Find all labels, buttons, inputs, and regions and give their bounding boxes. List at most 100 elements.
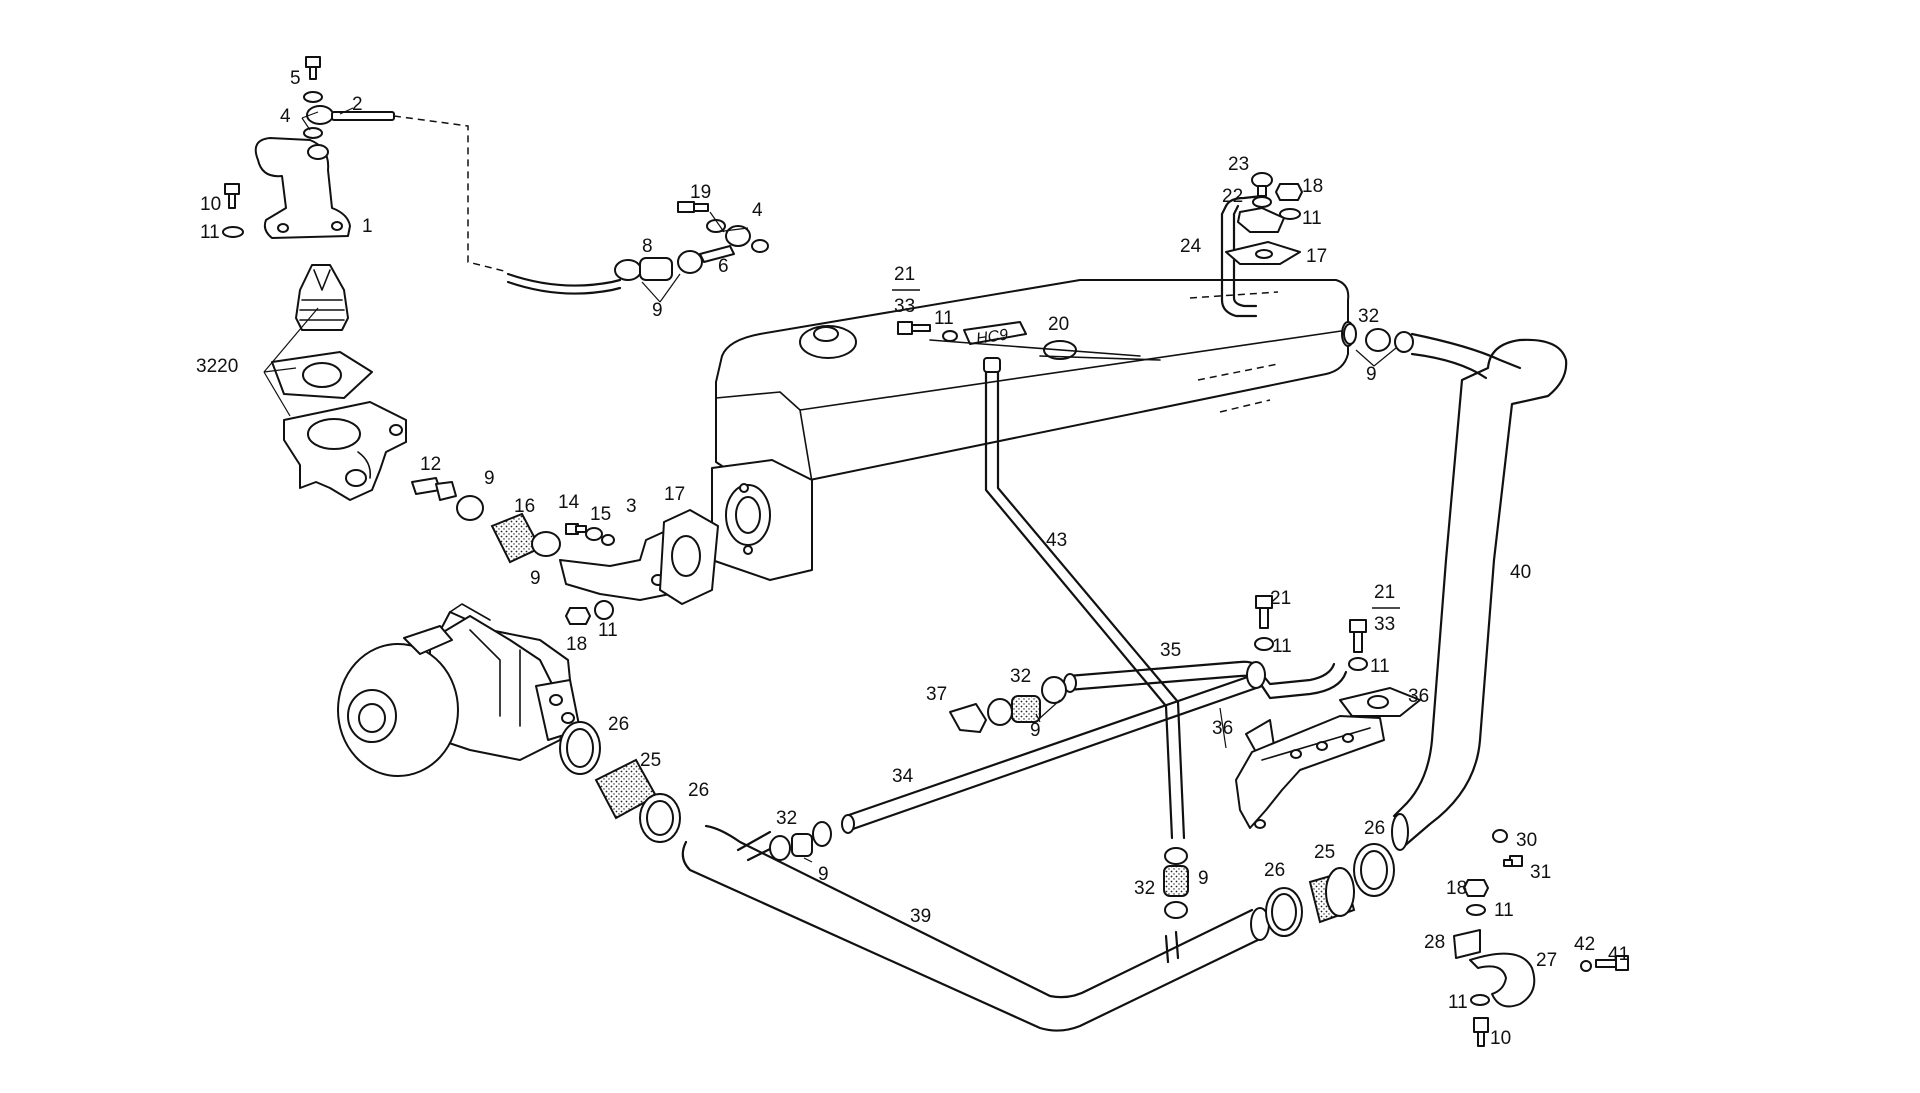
callout-label: 21: [894, 264, 915, 285]
washer-30: [1492, 829, 1508, 843]
callout-label: 9: [1030, 720, 1041, 741]
callout-label: 2: [352, 94, 363, 115]
callout-label: 32: [1010, 666, 1031, 687]
bracket-group: [1453, 829, 1629, 1047]
callout-label: 9: [818, 864, 829, 885]
callout-label: 6: [718, 256, 729, 277]
washer: [303, 127, 323, 139]
hose-clamp-9: [456, 495, 484, 521]
thermostat-group: [222, 56, 622, 501]
callout-label: 1: [362, 216, 373, 237]
banjo-fitting-2: [306, 105, 395, 125]
hose-clamp-9: [531, 531, 561, 557]
hose-clamp-9: [812, 821, 832, 847]
leader-lines: [263, 107, 1397, 863]
callout-label: 25: [640, 750, 661, 771]
callout-label: 26: [1364, 818, 1385, 839]
callout-label: 11: [934, 308, 954, 329]
mount-line: [1189, 291, 1279, 299]
svg-text:HC9: HC9: [975, 327, 1009, 348]
washer: [303, 91, 323, 103]
callout-label: 26: [608, 714, 629, 735]
fitting-6: [699, 245, 735, 263]
hose-clamp: [1394, 331, 1414, 353]
callout-label: 11: [1494, 900, 1514, 921]
small-pipe: [506, 272, 622, 287]
callout-label: 32: [1134, 878, 1155, 899]
hose-clamp-9: [677, 250, 703, 274]
hose-32: [1011, 695, 1041, 723]
callout-label: 42: [1574, 934, 1595, 955]
bolt-41: [1595, 955, 1629, 971]
washer-11: [222, 226, 244, 238]
callout-label: 40: [1510, 562, 1531, 583]
thermostat-housing: [283, 401, 407, 501]
pipe-35: [1063, 660, 1348, 700]
hose-clamp-9: [614, 259, 642, 281]
hose-end: [1391, 813, 1409, 851]
bolt-21-33: [1349, 619, 1367, 653]
callout-label: 11: [1448, 992, 1468, 1013]
hose-8: [639, 257, 673, 281]
callout-label: 11: [200, 222, 220, 243]
callout-label: 11: [1302, 208, 1322, 229]
thermostat-gasket: [271, 351, 373, 399]
sensor-body: [963, 321, 1027, 345]
bolt-21: [1255, 595, 1273, 629]
thermostat-cover-1: [254, 137, 351, 239]
callout-label: 19: [690, 182, 711, 203]
callout-label: 39: [910, 906, 931, 927]
callout-label: 11: [1272, 636, 1292, 657]
pump-shaft: [358, 703, 386, 733]
callout-label: 3220: [196, 356, 238, 377]
callout-label: 3: [626, 496, 637, 517]
callout-label: 15: [590, 504, 611, 525]
callout-label: 9: [1198, 868, 1209, 889]
small-pipe-edge: [506, 280, 622, 295]
hose-clamp-9: [769, 835, 791, 861]
callout-label: 4: [280, 106, 291, 127]
washer-11: [942, 330, 958, 342]
washer-42: [1580, 960, 1592, 972]
hose-clamp-9: [1041, 676, 1067, 704]
callout-label: 18: [566, 634, 587, 655]
callout-label: 9: [484, 468, 495, 489]
callout-label: 33: [894, 296, 915, 317]
callout-label: 5: [290, 68, 301, 89]
sensor-fitting-20: HC9: [897, 321, 1161, 361]
washer: [1252, 196, 1272, 208]
callout-labels: 5 2 4 10 11 1 3220 19 4 8 6 9 21 33 11 2…: [196, 68, 1629, 1049]
pipe-34: [841, 670, 1264, 834]
callout-label: 8: [642, 236, 653, 257]
thermostat-valve: [295, 264, 349, 331]
connection-line: [393, 115, 509, 273]
header-tank: [711, 279, 1355, 581]
nut-18: [565, 607, 591, 625]
vent-group-22-24: [1220, 172, 1303, 318]
callout-label: 34: [892, 766, 914, 787]
bolt-14: [565, 523, 587, 535]
callout-label: 26: [688, 780, 709, 801]
callout-label: 17: [664, 484, 685, 505]
bolt-10: [1473, 1017, 1489, 1047]
callout-label: 11: [1370, 656, 1390, 677]
callout-label: 24: [1180, 236, 1202, 257]
manifold-body: [1235, 715, 1385, 829]
callout-label: 31: [1530, 862, 1551, 883]
callout-label: 28: [1424, 932, 1445, 953]
hose-32: [791, 833, 813, 857]
callout-label: 32: [776, 808, 797, 829]
washer-15: [585, 527, 603, 541]
mount-line: [1219, 399, 1271, 413]
fitting-group-8-6: [614, 201, 769, 281]
sender-12: [411, 477, 457, 501]
callout-label: 16: [514, 496, 535, 517]
callout-label: 27: [1536, 950, 1557, 971]
callout-label: 36: [1212, 718, 1233, 739]
callout-label: 36: [1408, 686, 1429, 707]
elbow-37: [949, 703, 987, 733]
callout-label: 26: [1264, 860, 1285, 881]
callout-label: 9: [652, 300, 663, 321]
callout-label: 18: [1446, 878, 1467, 899]
